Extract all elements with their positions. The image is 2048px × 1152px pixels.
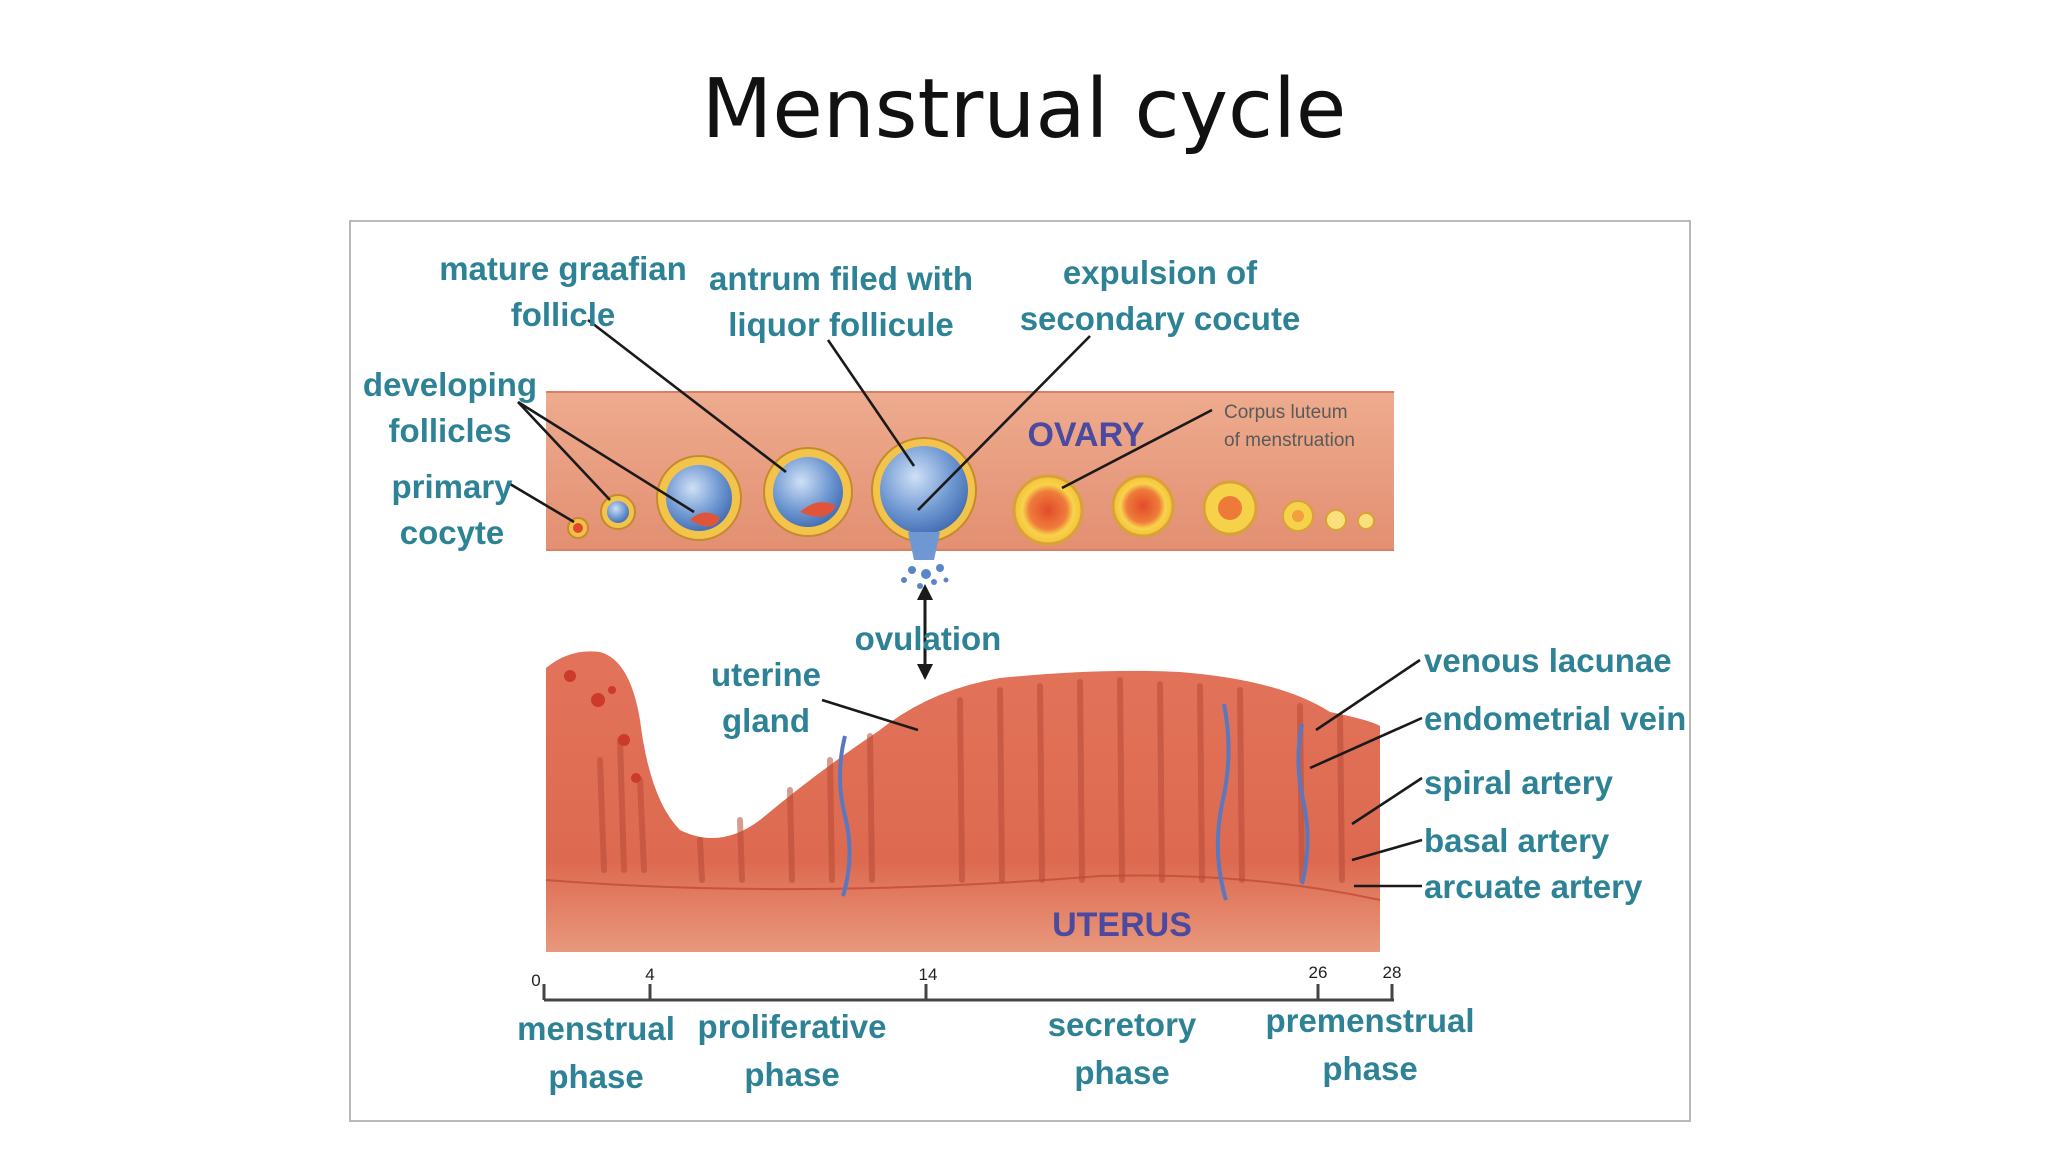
corpus-luteum-3 [1202, 480, 1258, 536]
primary-oocyte-follicle [567, 517, 589, 539]
label-primary-line1: primary [391, 468, 513, 505]
label-developing-line1: developing [363, 366, 537, 403]
phase-secretory-line2: phase [1074, 1054, 1169, 1091]
ovulation-arrow [917, 584, 933, 680]
label-mature-graafian-line1: mature graafian [439, 250, 687, 287]
label-ovary: OVARY [1027, 416, 1144, 454]
label-expulsion-line1: expulsion of [1063, 254, 1258, 291]
corpus-luteum-2 [1111, 474, 1175, 538]
label-spiral-artery: spiral artery [1424, 764, 1614, 801]
label-corpus-luteum-line2: of menstruation [1224, 430, 1355, 451]
corpus-albicans-3 [1357, 512, 1375, 530]
timeline-axis [542, 984, 1394, 1002]
label-corpus-luteum-line1: Corpus luteum [1224, 402, 1348, 423]
label-developing-line2: follicles [389, 412, 512, 449]
label-antrum-line2: liquor follicule [728, 306, 954, 343]
developing-follicle-small [600, 494, 636, 530]
phase-secretory-line1: secretory [1048, 1006, 1197, 1043]
label-arcuate-artery: arcuate artery [1424, 868, 1643, 905]
slide-title: Menstrual cycle [701, 62, 1347, 157]
developing-follicle-large [656, 455, 742, 541]
phase-premenstrual-line1: premenstrual [1265, 1002, 1474, 1039]
corpus-luteum-1 [1012, 474, 1084, 546]
tick-28: 28 [1383, 963, 1402, 982]
tick-14: 14 [919, 965, 938, 984]
pointer-lines [509, 318, 1423, 888]
label-primary-line2: cocyte [400, 514, 505, 551]
phase-proliferative-line2: phase [744, 1056, 839, 1093]
label-antrum-line1: antrum filed with [709, 260, 973, 297]
uterus-tissue [545, 651, 1381, 952]
phase-menstrual-line2: phase [548, 1058, 643, 1095]
label-expulsion-line2: secondary cocute [1020, 300, 1301, 337]
tick-0: 0 [531, 971, 540, 990]
label-ovulation: ovulation [855, 620, 1002, 657]
label-uterus: UTERUS [1052, 906, 1192, 944]
phase-proliferative-line1: proliferative [698, 1008, 887, 1045]
label-mature-graafian-line2: follicle [511, 296, 616, 333]
phase-menstrual-line1: menstrual [517, 1010, 675, 1047]
label-basal-artery: basal artery [1424, 822, 1610, 859]
label-uterine-gland-line2: gland [722, 702, 810, 739]
label-endometrial-vein: endometrial vein [1424, 700, 1686, 737]
phase-premenstrual-line2: phase [1322, 1050, 1417, 1087]
corpus-albicans-2 [1325, 509, 1347, 531]
label-uterine-gland-line1: uterine [711, 656, 821, 693]
tick-4: 4 [645, 965, 654, 984]
tick-26: 26 [1309, 963, 1328, 982]
ovulating-follicle [871, 437, 977, 589]
corpus-albicans-1 [1282, 500, 1314, 532]
mature-graafian-follicle [763, 447, 853, 537]
label-venous-lacunae: venous lacunae [1424, 642, 1672, 679]
